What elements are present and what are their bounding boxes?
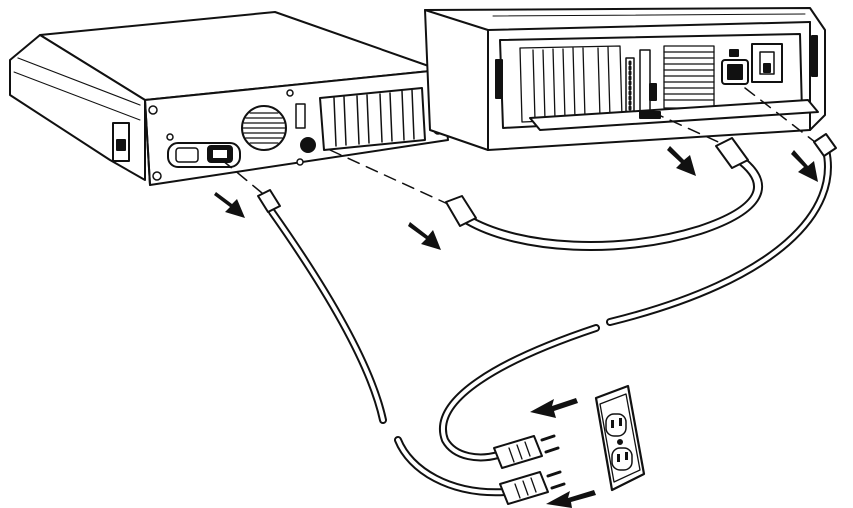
power-input xyxy=(722,44,782,84)
arrow-icon xyxy=(791,150,818,182)
expansion-unit xyxy=(10,12,448,185)
arrow-icon xyxy=(408,222,441,250)
power-socket-panel xyxy=(168,143,240,167)
power-cord-system xyxy=(443,134,836,468)
system-expansion-slots xyxy=(520,46,622,122)
system-unit xyxy=(425,8,825,150)
arrow-icon xyxy=(546,490,596,508)
expansion-slots xyxy=(320,88,425,150)
signal-cable xyxy=(446,138,758,246)
label-plate xyxy=(296,104,305,128)
round-connector xyxy=(301,138,315,152)
arrow-icon xyxy=(214,192,245,218)
fan-grille xyxy=(242,106,286,150)
plug-upper xyxy=(494,436,558,468)
power-switch xyxy=(113,123,129,161)
arrow-icon xyxy=(530,398,578,418)
plug-lower xyxy=(500,472,564,504)
arrow-icon xyxy=(667,146,696,176)
wall-outlet xyxy=(596,386,644,490)
power-supply-grille xyxy=(664,46,714,108)
